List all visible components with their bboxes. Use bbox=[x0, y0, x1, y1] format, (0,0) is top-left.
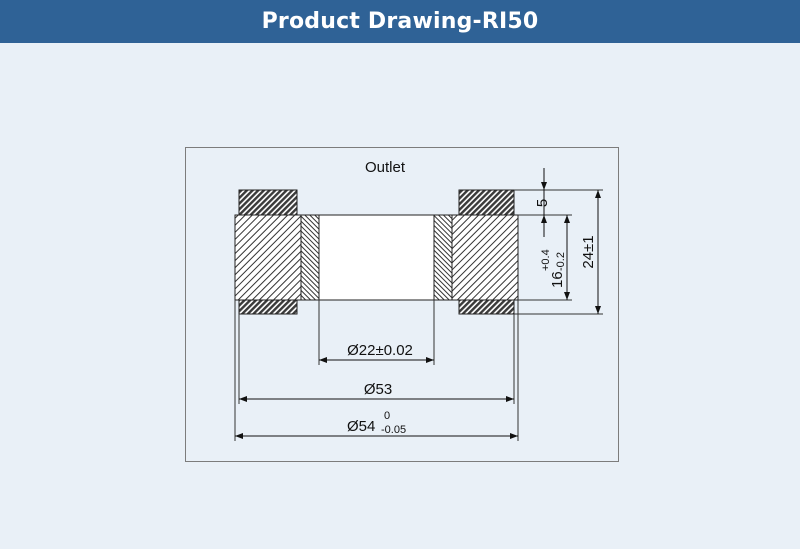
outer54-tolerance-upper: 0 bbox=[384, 410, 390, 422]
right-body-section bbox=[451, 214, 519, 301]
outer53-dimension-text: Ø53 bbox=[364, 381, 392, 398]
top-right-flange bbox=[458, 189, 515, 216]
inner-height-base: 16 bbox=[549, 271, 566, 288]
step-dimension-text: 5 bbox=[534, 199, 551, 207]
inner-height-tol-upper: +0.4 bbox=[540, 249, 552, 271]
outer54-dimension-base: Ø54 bbox=[347, 418, 375, 435]
inner-height-tol-lower: -0.2 bbox=[555, 252, 567, 271]
left-inner-ring bbox=[300, 214, 320, 301]
left-body-section bbox=[234, 214, 302, 301]
top-left-flange bbox=[238, 189, 298, 216]
bottom-left-flange bbox=[238, 299, 298, 315]
outer54-tolerance-lower: -0.05 bbox=[381, 424, 406, 436]
outlet-label: Outlet bbox=[365, 159, 406, 176]
page-title: Product Drawing-RI50 bbox=[261, 9, 539, 34]
bore-dimension-text: Ø22±0.02 bbox=[347, 342, 413, 359]
header-bar: Product Drawing-RI50 bbox=[0, 0, 800, 43]
right-inner-ring bbox=[433, 214, 453, 301]
bottom-right-flange bbox=[458, 299, 515, 315]
total-height-dimension-text: 24±1 bbox=[580, 235, 597, 268]
